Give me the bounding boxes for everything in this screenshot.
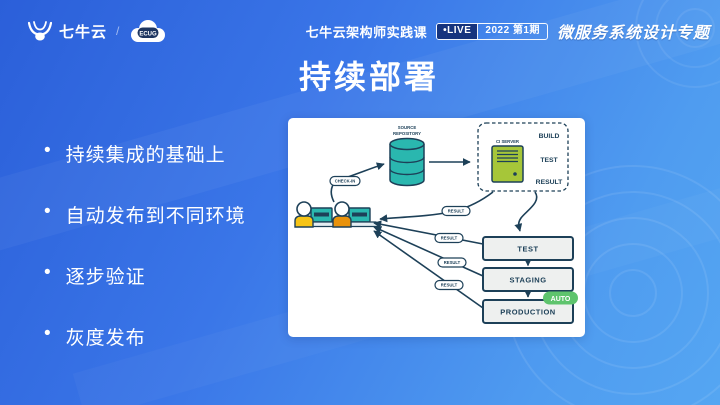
course-title: 七牛云架构师实践课 (305, 24, 428, 40)
result-pill: RESULT (437, 257, 467, 268)
ecug-cloud-badge: ECUG (131, 20, 166, 42)
server-icon (491, 145, 524, 183)
production-stage-label: PRODUCTION (500, 308, 555, 317)
bullet-list: •持续集成的基础上 •自动发布到不同环境 •逐步验证 •灰度发布 (44, 140, 246, 384)
staging-stage-box (482, 267, 574, 292)
auto-badge: AUTO (543, 291, 578, 305)
arrow-ci-to-test (514, 191, 538, 232)
result-pill: RESULT (434, 232, 464, 244)
test-stage-box (482, 236, 574, 261)
bullet-dot: • (44, 323, 52, 344)
svg-text:RESULT: RESULT (444, 260, 461, 265)
ecug-label: ECUG (140, 31, 158, 37)
header-logo-group: 七牛云 / ECUG (28, 18, 168, 44)
ci-server-box: CI SERVER BUILD TEST RESULT (477, 122, 569, 192)
developer-figure-yellow (294, 201, 343, 228)
topic-title: 微服务系统设计专题 (556, 25, 710, 42)
production-stage-box (482, 299, 574, 324)
arrow-result-ci (379, 191, 494, 223)
live-label: •LIVE (437, 23, 479, 39)
result-pill: RESULT (441, 205, 471, 217)
ci-server-label: CI SERVER (496, 139, 520, 144)
bullet-item: •自动发布到不同环境 (44, 201, 246, 227)
page-title: 持续部署 (299, 59, 440, 95)
developer-figure-orange (332, 201, 381, 228)
bullet-dot: • (44, 140, 52, 161)
cicd-diagram-panel: SOURCE REPOSITORY CI SERVER (288, 118, 585, 337)
check-in-label: CHECK-IN (335, 179, 355, 184)
qiniu-bull-logo-icon (28, 21, 52, 41)
arrow-result-production (373, 230, 484, 309)
check-in-pill: CHECK-IN (329, 175, 361, 187)
auto-badge-label: AUTO (551, 296, 571, 303)
bullet-dot: • (44, 262, 52, 283)
session-label: 2022 第1期 (485, 25, 540, 36)
logo-separator: / (116, 24, 120, 38)
pipeline-step-build: BUILD (539, 133, 560, 140)
pipeline-step-result: RESULT (536, 179, 564, 186)
source-repository-database-icon: SOURCE REPOSITORY (389, 125, 425, 187)
bullet-item: •灰度发布 (44, 323, 146, 349)
svg-text:RESULT: RESULT (441, 236, 458, 241)
live-session-badge: •LIVE 2022 第1期 (436, 22, 548, 40)
source-repository-label-line2: REPOSITORY (393, 131, 421, 136)
cicd-diagram: SOURCE REPOSITORY CI SERVER (294, 122, 578, 324)
brand-name: 七牛云 (59, 23, 108, 41)
test-stage-label: TEST (517, 245, 538, 254)
staging-stage-label: STAGING (509, 276, 546, 285)
arrow-result-test (373, 220, 484, 245)
svg-text:RESULT: RESULT (448, 209, 465, 214)
header-right-group: 七牛云架构师实践课 •LIVE 2022 第1期 微服务系统设计专题 (306, 19, 710, 43)
result-pill: RESULT (434, 279, 464, 291)
stage-boxes: TEST STAGING PRODUCTION (482, 236, 574, 324)
source-repository-label-line1: SOURCE (398, 125, 417, 130)
arrow-result-staging (373, 226, 484, 277)
bullet-item: •逐步验证 (44, 262, 146, 288)
bullet-item: •持续集成的基础上 (44, 140, 226, 166)
bullet-dot: • (44, 201, 52, 222)
pipeline-step-test: TEST (540, 157, 558, 164)
svg-text:RESULT: RESULT (441, 283, 458, 288)
